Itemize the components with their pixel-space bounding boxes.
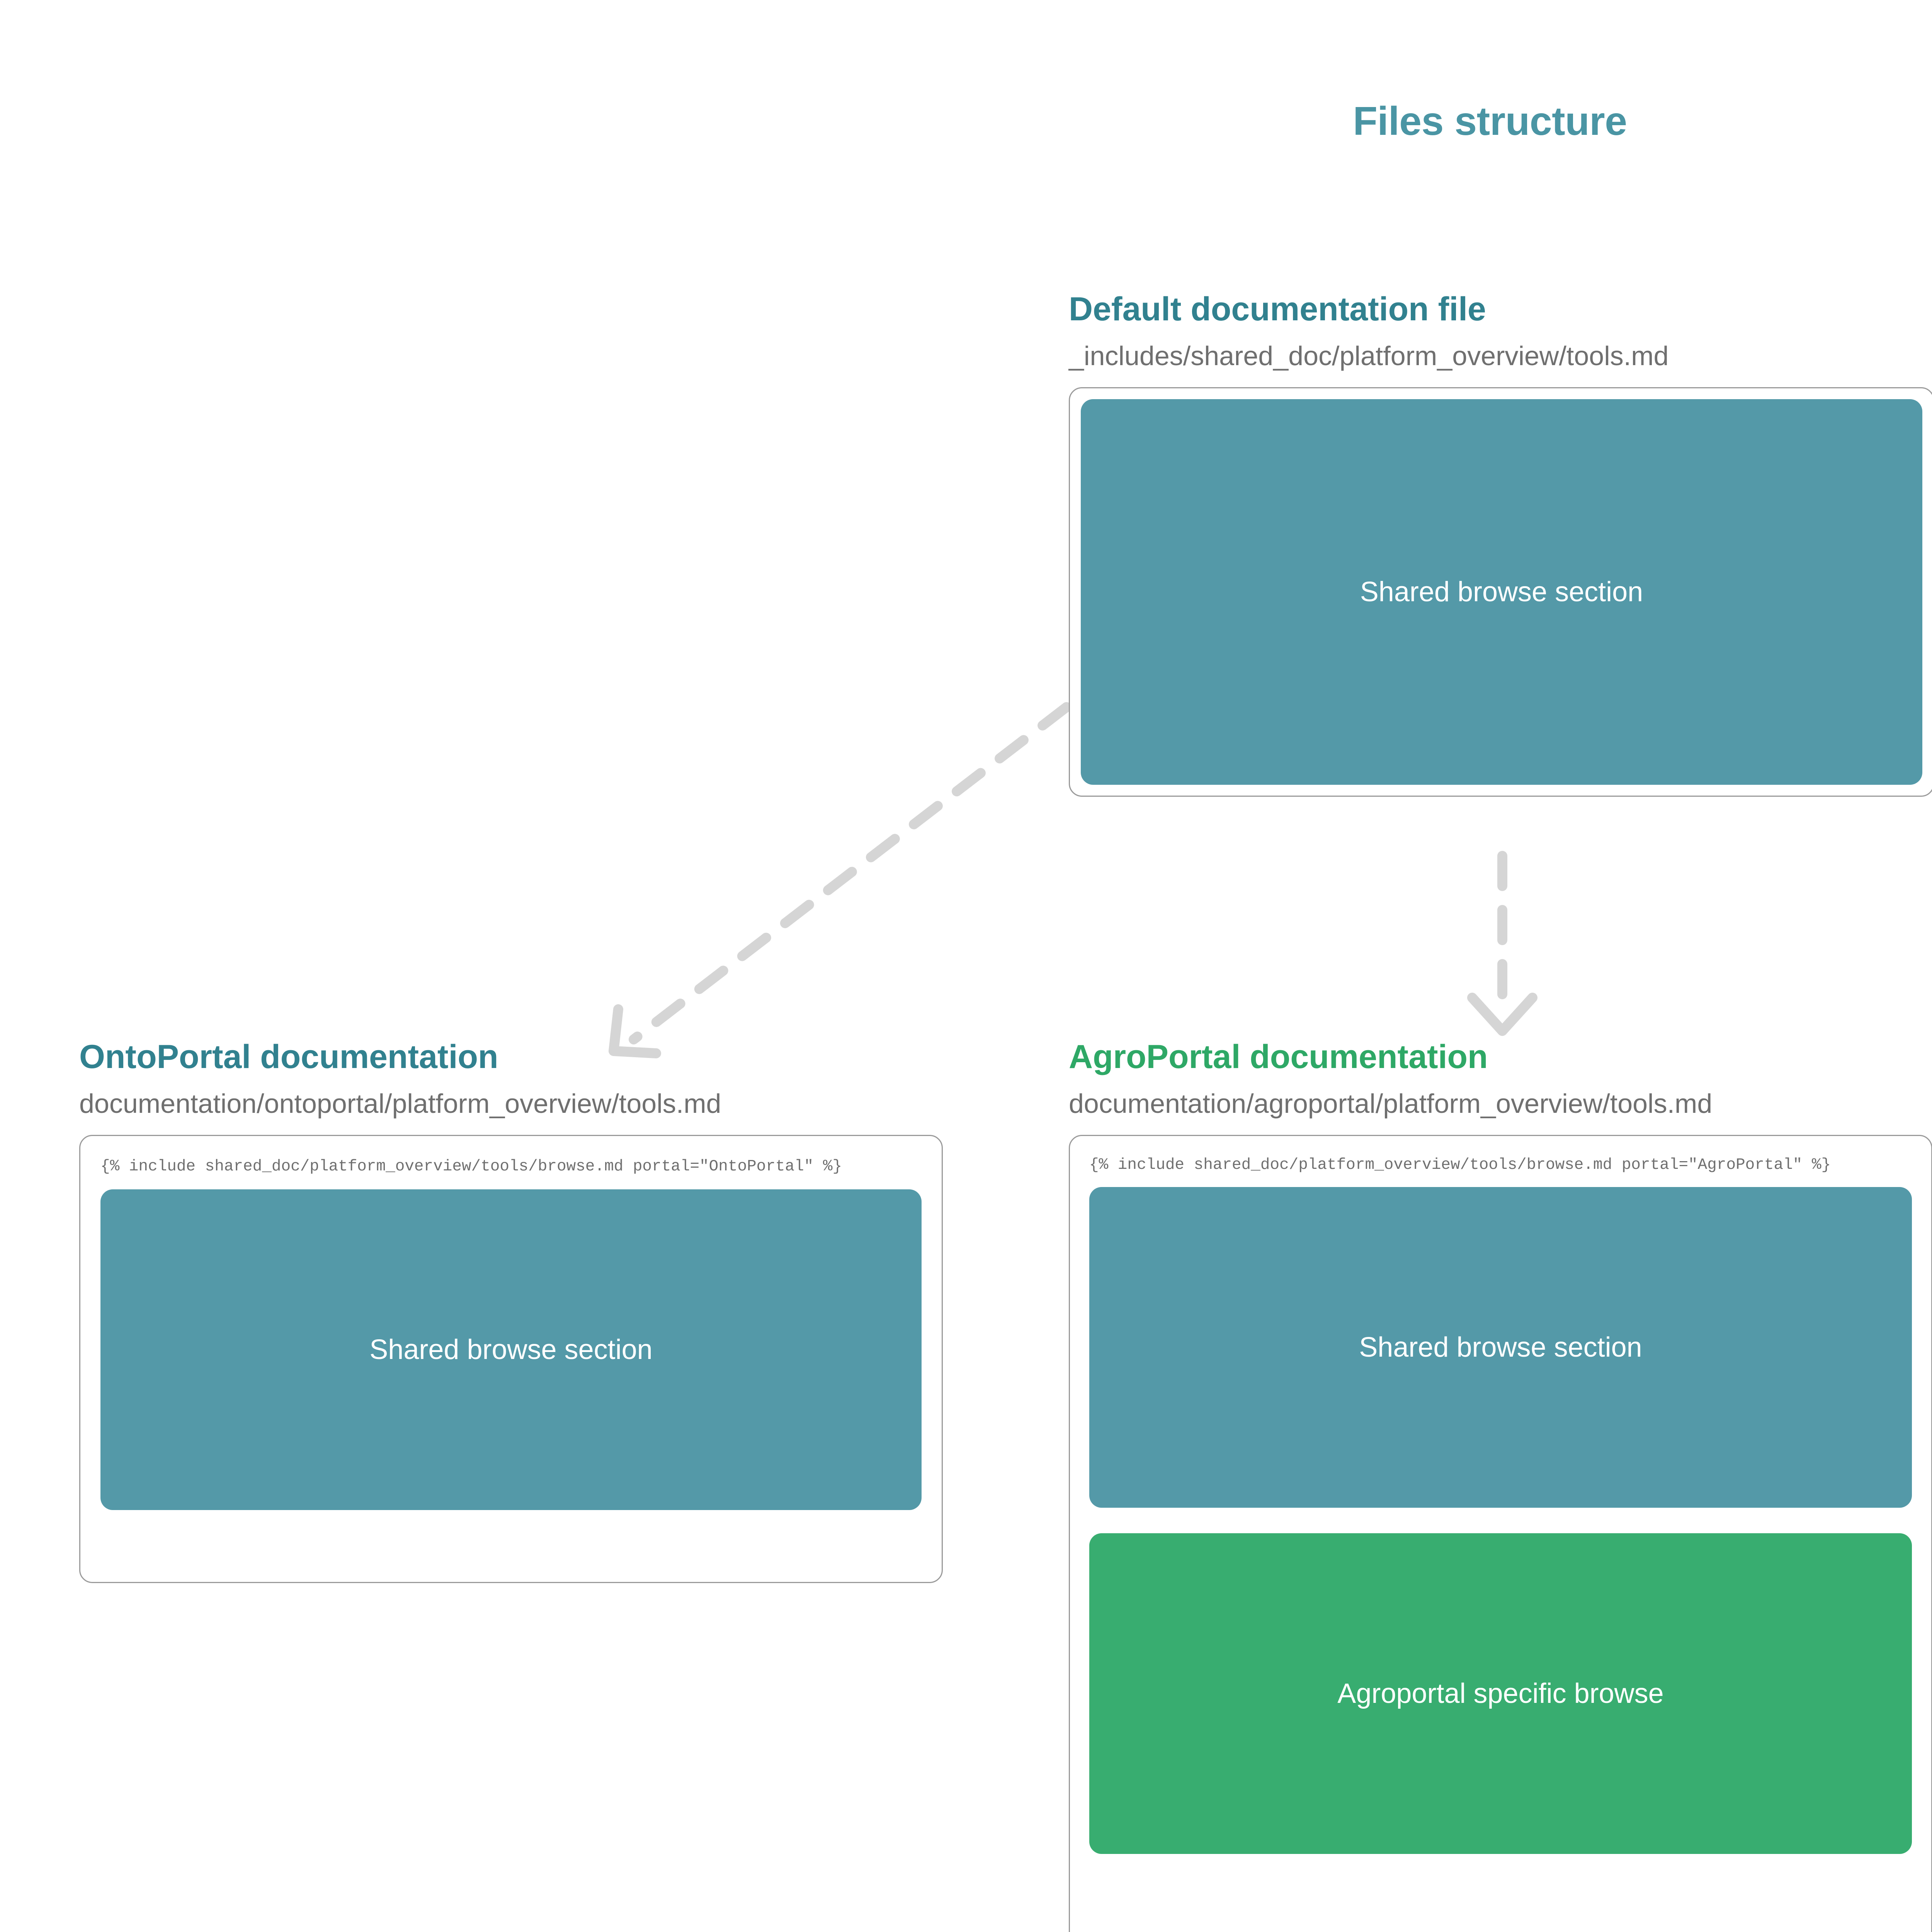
column-agroportal-documentation: AgroPortal documentation documentation/a… bbox=[1069, 1039, 1932, 1932]
ontoportal-doc-heading: OntoPortal documentation bbox=[79, 1038, 498, 1075]
agroportal-doc-file-card: {% include shared_doc/platform_overview/… bbox=[1069, 1135, 1932, 1932]
ontoportal-include-code: {% include shared_doc/platform_overview/… bbox=[100, 1158, 842, 1176]
agroportal-include-code: {% include shared_doc/platform_overview/… bbox=[1089, 1156, 1831, 1174]
column-default-documentation-file: Default documentation file _includes/sha… bbox=[1069, 292, 1932, 797]
arrow-default-to-agroportal bbox=[1467, 851, 1537, 1036]
arrow-default-to-ontoportal bbox=[609, 702, 1071, 1058]
shared-browse-section-block: Shared browse section bbox=[1089, 1187, 1912, 1508]
shared-browse-section-block: Shared browse section bbox=[100, 1189, 922, 1510]
ontoportal-doc-file-card: {% include shared_doc/platform_overview/… bbox=[79, 1135, 943, 1583]
agroportal-doc-path: documentation/agroportal/platform_overvi… bbox=[1069, 1088, 1713, 1119]
page-title: Files structure bbox=[1353, 99, 1627, 144]
default-doc-file-card: Shared browse section bbox=[1069, 387, 1932, 797]
default-doc-path: _includes/shared_doc/platform_overview/t… bbox=[1069, 341, 1669, 371]
ontoportal-doc-path: documentation/ontoportal/platform_overvi… bbox=[79, 1088, 721, 1119]
agroportal-doc-heading: AgroPortal documentation bbox=[1069, 1038, 1488, 1075]
column-ontoportal-documentation: OntoPortal documentation documentation/o… bbox=[79, 1039, 968, 1583]
agroportal-specific-browse-block: Agroportal specific browse bbox=[1089, 1533, 1912, 1854]
shared-browse-section-block: Shared browse section bbox=[1081, 399, 1922, 785]
default-doc-heading: Default documentation file bbox=[1069, 291, 1486, 328]
